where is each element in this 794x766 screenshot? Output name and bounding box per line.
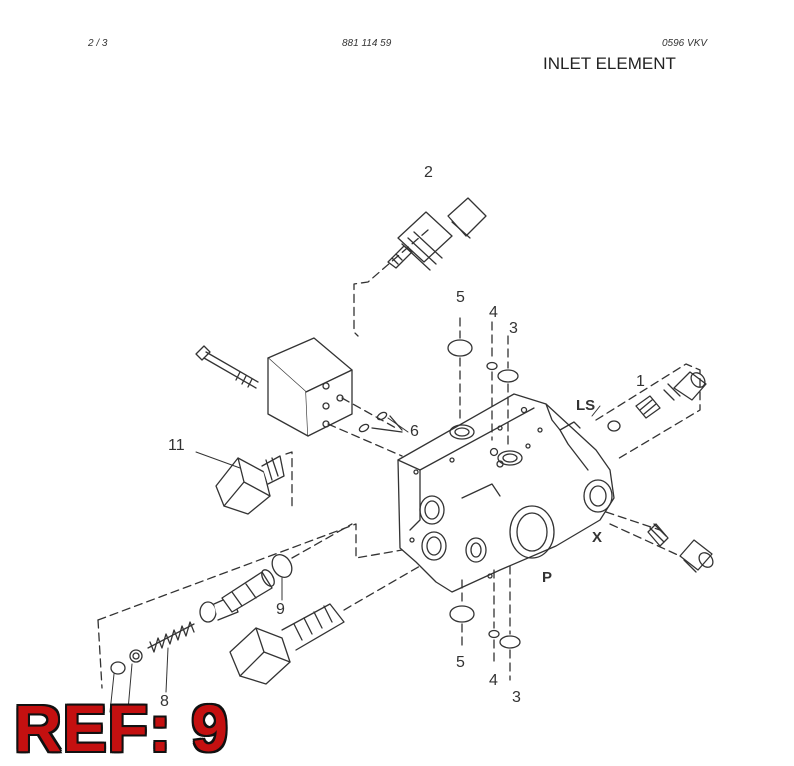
mounting-bolt (195, 345, 259, 389)
callout-2: 2 (424, 164, 433, 181)
reference-badge: REF: 9 (14, 691, 230, 765)
callout-11: 11 (168, 437, 185, 454)
part-5-lower-seal (449, 605, 475, 623)
callout-6: 6 (410, 423, 419, 440)
port-label-x: X (592, 529, 602, 546)
part-1-plug-assembly (607, 371, 707, 432)
callout-8: 8 (160, 693, 169, 710)
port-label-p: P (542, 569, 552, 586)
callout-4-bottom: 4 (489, 672, 498, 689)
document-code: 0596 VKV (662, 38, 708, 49)
part-8-spring (147, 621, 195, 653)
part-4-lower-seal (488, 629, 500, 639)
callout-3-bottom: 3 (512, 689, 521, 706)
callout-4-top: 4 (489, 304, 498, 321)
part-7-seat (129, 649, 143, 663)
callout-5-top: 5 (456, 289, 465, 306)
leader-part-1 (595, 363, 701, 461)
inlet-housing (397, 393, 615, 593)
document-number: 881 114 59 (342, 38, 392, 49)
leader-block (341, 397, 397, 429)
leader-part-2 (353, 229, 429, 337)
page-number: 2 / 3 (88, 38, 108, 49)
part-2-fitting (387, 197, 487, 271)
assembly-leader (97, 523, 403, 621)
part-5-upper-seal (447, 339, 473, 357)
port-label-ls: LS (576, 397, 595, 414)
callout-3-top: 3 (509, 320, 518, 337)
part-9-o-ring (271, 554, 293, 578)
part-6-o-rings (358, 411, 403, 433)
x-port-plug-assembly (647, 523, 714, 573)
callout-9: 9 (276, 601, 285, 618)
pressure-adjuster (229, 603, 345, 685)
plunger (221, 569, 275, 613)
part-3-upper-seal (497, 369, 519, 383)
part-3-lower-seal (499, 635, 521, 649)
callout-5-bottom: 5 (456, 654, 465, 671)
callout-1: 1 (636, 373, 645, 390)
part-4-upper-seal (486, 361, 498, 371)
diagram-title: INLET ELEMENT (543, 54, 676, 73)
valve-block (267, 337, 353, 437)
part-11-cap-nut (215, 455, 285, 515)
part-10-washer (110, 661, 126, 675)
leader-part-11 (195, 451, 241, 469)
